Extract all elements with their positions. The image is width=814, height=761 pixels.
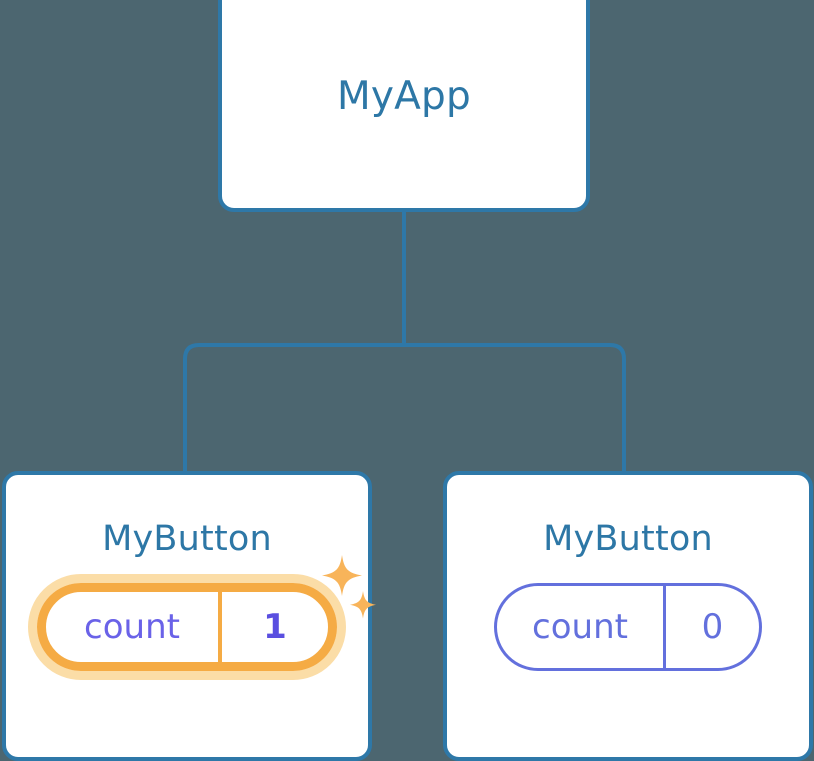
connector-branch-left xyxy=(183,343,404,471)
component-card-root[interactable]: MyApp xyxy=(218,0,590,212)
prop-pill-wrapper: count 1 xyxy=(28,555,376,680)
prop-pill-count-unchanged[interactable]: count 0 xyxy=(494,583,762,671)
component-title: MyApp xyxy=(337,73,471,119)
prop-pill-highlight-halo xyxy=(28,574,346,680)
sparkle-small-shape xyxy=(350,591,376,619)
prop-pill-count-updated[interactable]: count 1 xyxy=(37,583,337,671)
connector-branch-right xyxy=(404,343,626,471)
prop-pill-wrapper: count 0 xyxy=(494,583,762,671)
prop-value: 1 xyxy=(218,592,328,662)
component-card-mybutton-1[interactable]: MyButton count 1 xyxy=(2,471,376,761)
component-title: MyButton xyxy=(543,519,713,559)
component-card-mybutton-2[interactable]: MyButton count 0 xyxy=(443,471,813,761)
prop-key: count xyxy=(84,607,180,647)
prop-key: count xyxy=(532,607,628,647)
component-title: MyButton xyxy=(102,519,272,559)
prop-value: 0 xyxy=(663,586,759,668)
